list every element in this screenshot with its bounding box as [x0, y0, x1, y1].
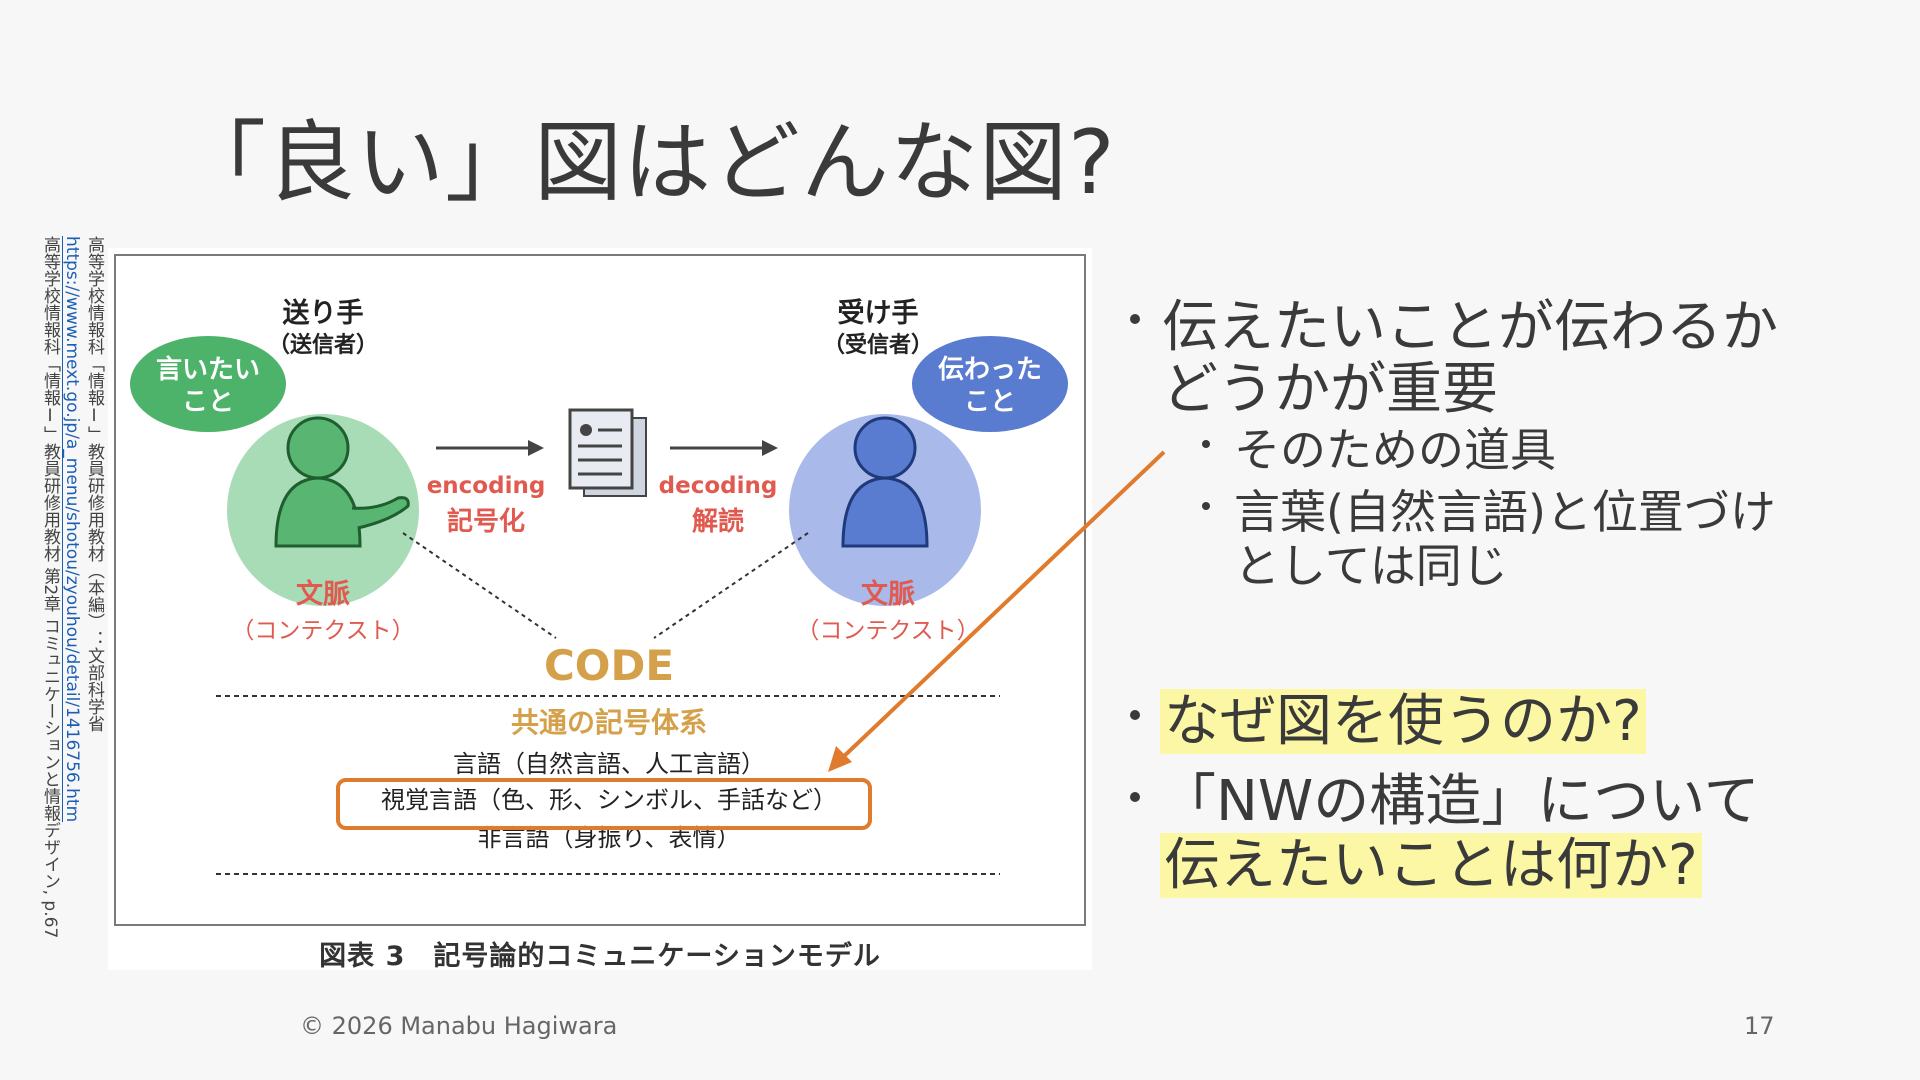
sub-bullet-icon: [1202, 440, 1210, 448]
visual-language-highlight-box: [336, 778, 872, 830]
sender-person-icon: [274, 416, 410, 548]
bullet-icon: [1130, 314, 1140, 324]
bullet-icon: [1130, 710, 1140, 720]
citation-source: 高等学校情報科「情報Ⅰ」教員研修用教材（本編）：文部科学省: [84, 236, 104, 732]
bullet-2-highlighted: なぜ図を使うのか?: [1160, 689, 1646, 754]
context-left-label: 文脈: [296, 578, 350, 610]
sub-bullet-1: そのための道具: [1234, 423, 1556, 477]
citation-reference: 高等学校情報科「情報Ⅰ」教員研修用教材 第2章 コミュニケーションと情報デザイン…: [40, 236, 60, 939]
context-right-sublabel: （コンテクスト）: [796, 618, 979, 644]
receiver-subtitle: （受信者）: [823, 332, 933, 358]
sub-bullet-2-line1: 言葉(自然言語)と位置づけ: [1234, 485, 1776, 539]
decoding-jp-label: 解読: [692, 506, 744, 537]
receiver-person-icon: [841, 416, 929, 548]
slide-title: 「良い」図はどんな図?: [178, 111, 1116, 214]
annotation-arrowhead-icon: [828, 746, 852, 772]
bullet-3-line2-highlighted: 伝えたいことは何か?: [1160, 833, 1702, 898]
sender-title: 送り手: [283, 298, 364, 329]
sender-subtitle: （送信者）: [268, 332, 378, 358]
sender-bubble-line2: こと: [182, 387, 234, 417]
encoding-jp-label: 記号化: [447, 506, 525, 537]
language-natural-artificial: 言語（自然言語、人工言語）: [453, 750, 765, 778]
sender-bubble-line1: 言いたい: [156, 355, 260, 385]
decoding-label: decoding: [659, 473, 778, 499]
decoding-arrow-icon: [762, 440, 778, 456]
encoding-label: encoding: [427, 473, 546, 499]
bullet-1-line2: どうかが重要: [1162, 357, 1498, 422]
sub-bullet-2-line2: としては同じ: [1234, 539, 1508, 593]
receiver-bubble-line1: 伝わった: [938, 355, 1042, 385]
context-left-sublabel: （コンテクスト）: [231, 618, 414, 644]
bullet-icon: [1130, 792, 1140, 802]
code-label: CODE: [544, 641, 674, 690]
context-right-label: 文脈: [861, 578, 915, 610]
page-number: 17: [1744, 1012, 1775, 1040]
communication-model-figure: 言いたい こと 送り手 （送信者） encoding 記号化 decoding: [108, 248, 1092, 972]
sender-speech-bubble: [130, 336, 286, 432]
footer-copyright: © 2026 Manabu Hagiwara: [300, 1012, 618, 1040]
figure-caption: 図表 3 記号論的コミュニケーションモデル: [319, 941, 881, 972]
visual-language: 視覚言語（色、形、シンボル、手話など）: [381, 786, 837, 814]
bullet-2-wrap: なぜ図を使うのか?: [1160, 676, 1646, 757]
bullet-3-line1: 「NWの構造」について: [1160, 769, 1760, 834]
figure-diagram: 言いたい こと 送り手 （送信者） encoding 記号化 decoding: [130, 297, 1068, 875]
sub-bullet-icon: [1202, 502, 1210, 510]
citation-link[interactable]: https://www.mext.go.jp/a_menu/shotou/zyo…: [62, 236, 82, 823]
receiver-speech-bubble: [912, 336, 1068, 432]
bullet-1-line1: 伝えたいことが伝わるか: [1162, 295, 1778, 360]
receiver-title: 受け手: [838, 297, 919, 329]
encoding-arrow-icon: [528, 440, 544, 456]
annotation-arrow-line: [838, 450, 1166, 762]
bullet-3-line2-wrap: 伝えたいことは何か?: [1160, 820, 1702, 901]
common-system-label: 共通の記号体系: [511, 706, 707, 739]
document-icon: [568, 408, 647, 497]
receiver-bubble-line2: こと: [964, 387, 1016, 417]
